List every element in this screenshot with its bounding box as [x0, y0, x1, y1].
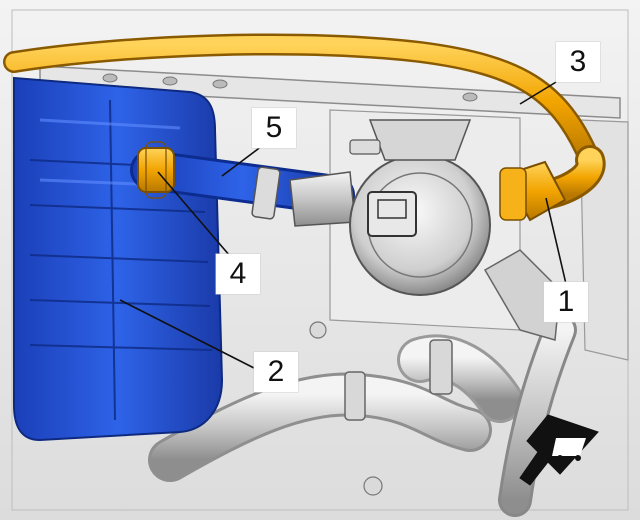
floor-bolt	[363, 476, 383, 496]
callout-label-3: 3	[556, 42, 600, 82]
fuel-line	[5, 36, 599, 169]
callout-label-2: 2	[254, 352, 298, 392]
leader-line-2	[119, 299, 255, 369]
hose-clamps	[344, 339, 453, 421]
vertical-pipe	[501, 316, 574, 514]
callout-label-5: 5	[252, 108, 296, 148]
callout-label-1: 1	[544, 282, 588, 322]
valve-neck	[289, 171, 356, 227]
connector-collar	[499, 167, 527, 221]
tube-clamp	[251, 166, 281, 220]
vehicle-front-direction-arrow-icon	[519, 414, 599, 486]
valve-bolt	[349, 139, 381, 155]
callout-label-4: 4	[216, 254, 260, 294]
valve-top-cap	[368, 119, 472, 161]
leader-line-4	[157, 171, 231, 257]
leader-line-5	[221, 145, 263, 177]
rail-bolts	[102, 73, 478, 102]
connector-pins	[377, 199, 407, 219]
electrical-connector	[367, 191, 417, 237]
tank-ribs	[29, 99, 213, 421]
tank-fitting-ring	[145, 141, 167, 199]
leader-line-1	[545, 197, 567, 285]
bracket-bolt	[309, 321, 327, 339]
